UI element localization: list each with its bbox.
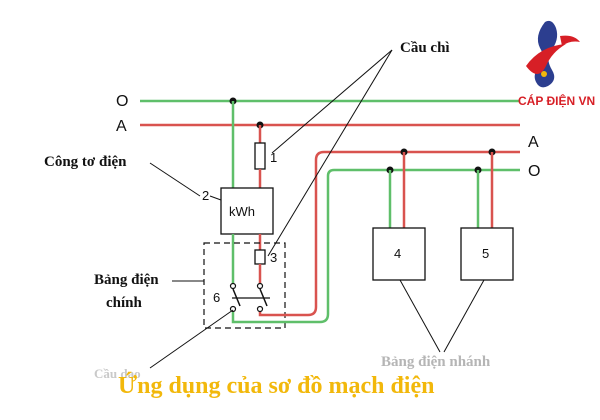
leader-2 <box>209 195 222 201</box>
label-number-6: 6 <box>213 290 220 305</box>
leader-branch-4 <box>399 279 441 353</box>
label-meter: Công tơ điện <box>44 154 127 170</box>
switch-contact <box>229 305 237 313</box>
brand-name: CÁP ĐIỆN VN <box>518 93 595 108</box>
fuse-1 <box>254 142 266 170</box>
label-branch-panels: Bảng điện nhánh <box>381 354 491 370</box>
label-switch: Cầu dao <box>94 366 141 381</box>
leader-fuse-1 <box>271 49 393 154</box>
kwh-meter-label: kWh <box>229 204 255 219</box>
branch-panel-5 <box>460 227 514 281</box>
phase-branch-feed <box>258 150 520 317</box>
switch-contact <box>256 282 264 290</box>
caption: Ứng dụng của sơ đồ mạch điện <box>118 373 434 399</box>
leader-meter <box>149 162 201 197</box>
leader-switch <box>149 309 234 369</box>
label-number-2: 2 <box>202 188 209 203</box>
brand-logo: CÁP ĐIỆN VN <box>518 20 595 108</box>
label-number-3: 3 <box>270 250 277 265</box>
leader-branch-5 <box>443 279 485 353</box>
switch-contact <box>229 282 237 290</box>
brand-star <box>541 71 547 77</box>
neutral-branch-feed <box>231 168 520 324</box>
label-fuse: Cầu chì <box>400 40 450 56</box>
wire-label-o-left: O <box>116 93 128 110</box>
wire-label-o-right: O <box>528 163 540 180</box>
label-main-panel-line2: chính <box>106 295 143 311</box>
fuse-3 <box>254 249 266 265</box>
label-number-5: 5 <box>482 246 489 261</box>
wire-label-a-right: A <box>528 134 539 151</box>
switch-contact <box>256 305 264 313</box>
brand-swoosh <box>560 35 580 46</box>
kwh-meter <box>220 187 274 235</box>
main-panel-box <box>203 242 286 329</box>
leader-fuse-3 <box>267 49 393 257</box>
branch-panel-4 <box>372 227 426 281</box>
label-number-4: 4 <box>394 246 401 261</box>
label-main-panel-line1: Bảng điện <box>94 272 159 288</box>
brand-swoosh <box>526 44 566 74</box>
label-number-1: 1 <box>270 150 277 165</box>
wire-label-a-left: A <box>116 118 127 135</box>
